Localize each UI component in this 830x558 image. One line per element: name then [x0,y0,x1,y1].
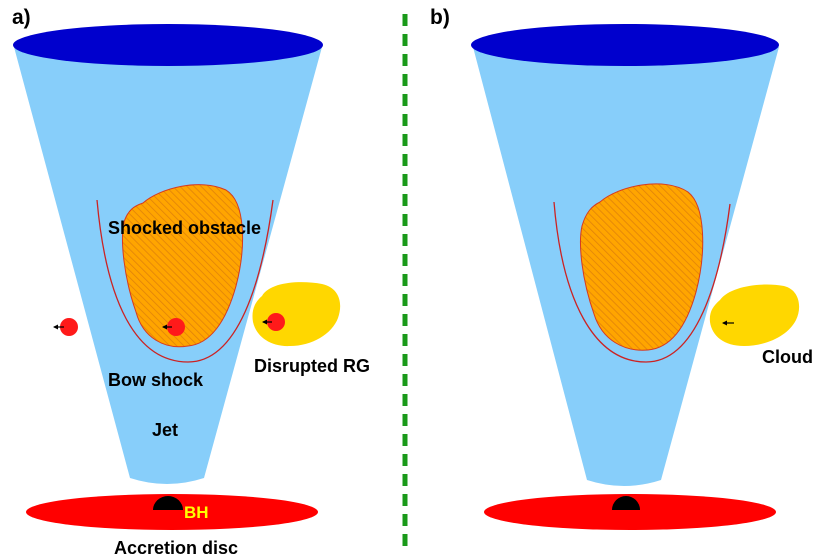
panel-a-label: a) [12,6,31,29]
cloud-blob [709,284,800,346]
jet-top-ellipse [13,24,323,66]
black-hole [153,496,183,510]
star-in-obstacle [162,318,185,336]
accretion-disc [26,494,318,530]
star-in-rg [262,313,285,331]
jet-top-ellipse [471,24,779,66]
panel-b-label: b) [430,6,450,29]
bow-shock-curve [553,201,731,363]
star-in-rg-circle [267,313,285,331]
star-left-circle [60,318,78,336]
shocked-obstacle-blob [580,183,704,351]
disrupted-rg-label: Disrupted RG [254,356,370,376]
bow-shock-curve [96,199,274,363]
accretion-disc-label: Accretion disc [114,538,238,558]
motion-arrowhead-cloud [722,320,727,326]
jet-label: Jet [152,420,178,440]
bh-label: BH [184,503,209,522]
star-in-obstacle-circle [167,318,185,336]
motion-arrowhead-left [53,324,58,330]
shocked-obstacle-blob [122,184,243,348]
bow-shock-label: Bow shock [108,370,204,390]
panel-a: a) Shocked obsta [12,6,370,558]
motion-arrowhead-rg [262,319,267,325]
shocked-obstacle-label: Shocked obstacle [108,218,261,238]
black-hole [612,496,640,510]
cloud-label: Cloud [762,347,813,367]
accretion-disc [484,494,776,530]
motion-arrowhead-obstacle [162,324,167,330]
star-left [53,318,78,336]
disrupted-rg-cloud [252,282,341,347]
panel-b: b) Cloud [430,6,813,530]
